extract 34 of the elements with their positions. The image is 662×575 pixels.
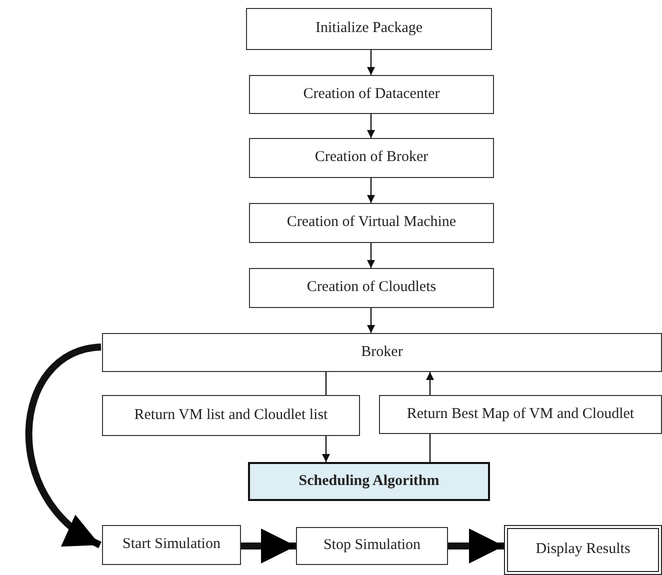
arrow [367, 114, 375, 138]
box-label: Return VM list and Cloudlet list [134, 406, 328, 424]
process-box [249, 268, 494, 308]
arrow [241, 528, 296, 564]
process-box [504, 525, 662, 575]
arrow [367, 243, 375, 268]
process-box [249, 75, 494, 114]
box-label: Start Simulation [122, 536, 220, 554]
process-box [249, 203, 494, 243]
box-label: Display Results [536, 541, 630, 559]
arrow [322, 436, 330, 462]
arrow [367, 178, 375, 203]
process-box [102, 525, 241, 565]
arrow [25, 344, 102, 548]
box-label: Creation of Virtual Machine [286, 214, 456, 232]
box-label: Return Best Map of VM and Cloudlet [406, 406, 634, 424]
algorithm-box [248, 462, 490, 501]
process-box [102, 395, 360, 436]
box-label: Creation of Datacenter [303, 86, 440, 104]
arrow [367, 308, 375, 333]
box-label: Scheduling Algorithm [298, 472, 440, 490]
box-label: Stop Simulation [323, 537, 421, 555]
arrow [367, 50, 375, 75]
arrow [426, 372, 434, 395]
box-label: Broker [361, 344, 403, 362]
process-box [246, 8, 492, 50]
box-label: Creation of Broker [314, 149, 428, 167]
process-box [296, 527, 448, 565]
process-box [249, 138, 494, 178]
process-box [379, 395, 662, 434]
process-box [102, 333, 662, 372]
box-label: Initialize Package [315, 20, 423, 38]
arrow [448, 528, 504, 564]
box-label: Creation of Cloudlets [306, 279, 436, 297]
